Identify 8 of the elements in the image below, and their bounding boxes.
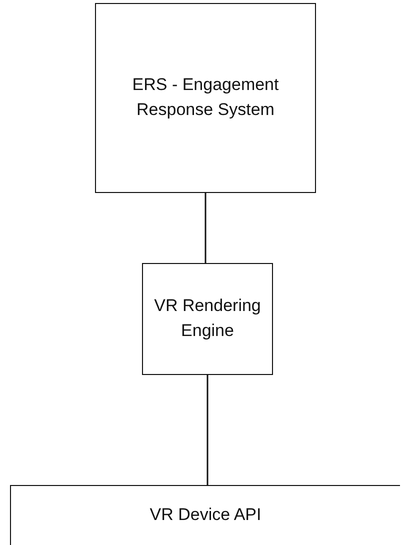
process-box: [142, 263, 273, 375]
connector-line: [204, 193, 206, 263]
node-label: VR Device API: [150, 504, 262, 526]
node-label: ERS - Engagement Response System: [131, 74, 280, 121]
open-box: [10, 485, 400, 545]
node-label: VR Rendering Engine: [153, 295, 262, 342]
connector-line: [206, 375, 208, 485]
process-box: [95, 3, 316, 193]
